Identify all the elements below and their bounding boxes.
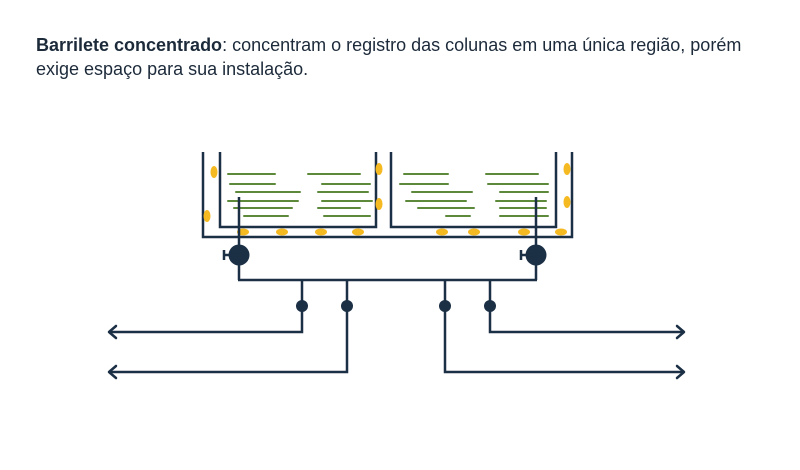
caption-term: Barrilete concentrado bbox=[36, 35, 223, 55]
junction-dot-icon bbox=[439, 300, 451, 312]
arrow-right-icon bbox=[675, 324, 686, 340]
droplet bbox=[563, 163, 571, 175]
junction-dot-icon bbox=[484, 300, 496, 312]
droplet bbox=[375, 163, 383, 175]
droplet bbox=[563, 196, 571, 208]
column-pipe-2 bbox=[110, 280, 349, 374]
right-valve bbox=[519, 244, 547, 266]
arrows bbox=[107, 324, 686, 380]
left-tank bbox=[218, 152, 378, 229]
junction-dot-icon bbox=[341, 300, 353, 312]
droplet bbox=[555, 228, 567, 236]
droplet bbox=[276, 228, 288, 236]
junctions bbox=[296, 300, 496, 312]
arrow-left-icon bbox=[107, 324, 118, 340]
arrow-right-icon bbox=[675, 364, 686, 380]
droplet bbox=[375, 198, 383, 210]
valves bbox=[222, 244, 547, 266]
droplet bbox=[352, 228, 364, 236]
droplet bbox=[203, 210, 211, 222]
droplets bbox=[203, 163, 571, 236]
tanks bbox=[201, 152, 574, 239]
droplet bbox=[518, 228, 530, 236]
column-pipe-3 bbox=[443, 280, 683, 374]
water-right bbox=[399, 173, 549, 217]
junction-dot-icon bbox=[296, 300, 308, 312]
droplet bbox=[468, 228, 480, 236]
droplet bbox=[436, 228, 448, 236]
column-pipe-4 bbox=[488, 280, 683, 334]
water-left bbox=[227, 173, 373, 217]
left-valve bbox=[222, 244, 250, 266]
caption: Barrilete concentrado: concentram o regi… bbox=[36, 33, 776, 81]
droplet bbox=[210, 166, 218, 178]
piping bbox=[110, 197, 683, 374]
caption-definition: : concentram o registro das colunas em u… bbox=[36, 35, 742, 79]
arrow-left-icon bbox=[107, 364, 118, 380]
droplet bbox=[315, 228, 327, 236]
outer-reservoir bbox=[201, 152, 574, 239]
right-tank bbox=[389, 152, 558, 229]
column-pipe-1 bbox=[110, 280, 304, 334]
